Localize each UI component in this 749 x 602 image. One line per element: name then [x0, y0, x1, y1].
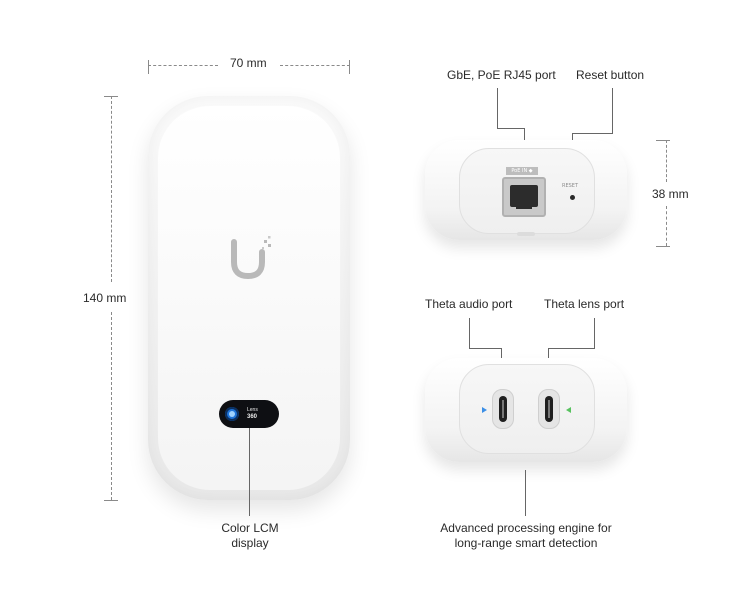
- bottom-face: [459, 364, 595, 454]
- reset-leader-line: [612, 88, 613, 133]
- ubiquiti-u-logo-icon: [231, 236, 271, 280]
- reset-leader-line: [572, 133, 613, 134]
- depth-dimension-line: [666, 140, 667, 182]
- rj45-callout: GbE, PoE RJ45 port: [447, 68, 556, 82]
- lens-port-callout: Theta lens port: [544, 297, 625, 311]
- reset-text: RESET: [562, 183, 579, 189]
- lens-ring-icon: [225, 407, 239, 421]
- width-dimension-tick: [349, 60, 350, 74]
- lcm-display: Lens 360: [219, 400, 279, 428]
- audio-port-callout: Theta audio port: [425, 297, 513, 311]
- lcm-value: 360: [247, 414, 258, 420]
- lens-leader-line: [594, 318, 595, 348]
- height-dimension-line: [111, 96, 112, 282]
- depth-label: 38 mm: [652, 187, 689, 201]
- bottom-device: [425, 358, 627, 462]
- width-dimension-tick: [148, 60, 149, 74]
- reset-button: [570, 195, 575, 200]
- reset-callout: Reset button: [576, 68, 645, 82]
- poe-tag: PoE IN ◆: [506, 167, 538, 175]
- lens-leader-line: [548, 348, 595, 349]
- audio-port-marker-icon: [482, 407, 487, 413]
- height-label: 140 mm: [83, 291, 127, 305]
- rj45-leader-line: [497, 128, 525, 129]
- lcm-leader-line: [249, 428, 250, 516]
- audio-leader-line: [469, 348, 502, 349]
- lcm-text: Lens 360: [247, 407, 258, 421]
- height-dimension-tick: [104, 500, 118, 501]
- lens-usb-c-port: [538, 389, 560, 429]
- rear-face: PoE IN ◆ RESET: [459, 148, 595, 234]
- depth-dimension-line: [666, 206, 667, 246]
- depth-dimension-tick: [656, 246, 670, 247]
- engine-leader-line: [525, 470, 526, 516]
- width-dimension-line: [148, 65, 218, 66]
- audio-leader-line: [469, 318, 470, 348]
- rear-device: PoE IN ◆ RESET: [425, 140, 627, 240]
- width-dimension-line: [280, 65, 350, 66]
- lcm-title: Lens: [247, 407, 258, 413]
- lcm-callout: Color LCM display: [221, 521, 279, 550]
- engine-callout: Advanced processing engine for long-rang…: [440, 521, 612, 550]
- rj45-port: [502, 177, 546, 217]
- height-dimension-line: [111, 312, 112, 500]
- width-label: 70 mm: [230, 56, 267, 70]
- audio-usb-c-port: [492, 389, 514, 429]
- depth-dimension-tick: [656, 140, 670, 141]
- mount-clip: [517, 232, 535, 236]
- rj45-leader-line: [497, 88, 498, 128]
- lens-port-marker-icon: [566, 407, 571, 413]
